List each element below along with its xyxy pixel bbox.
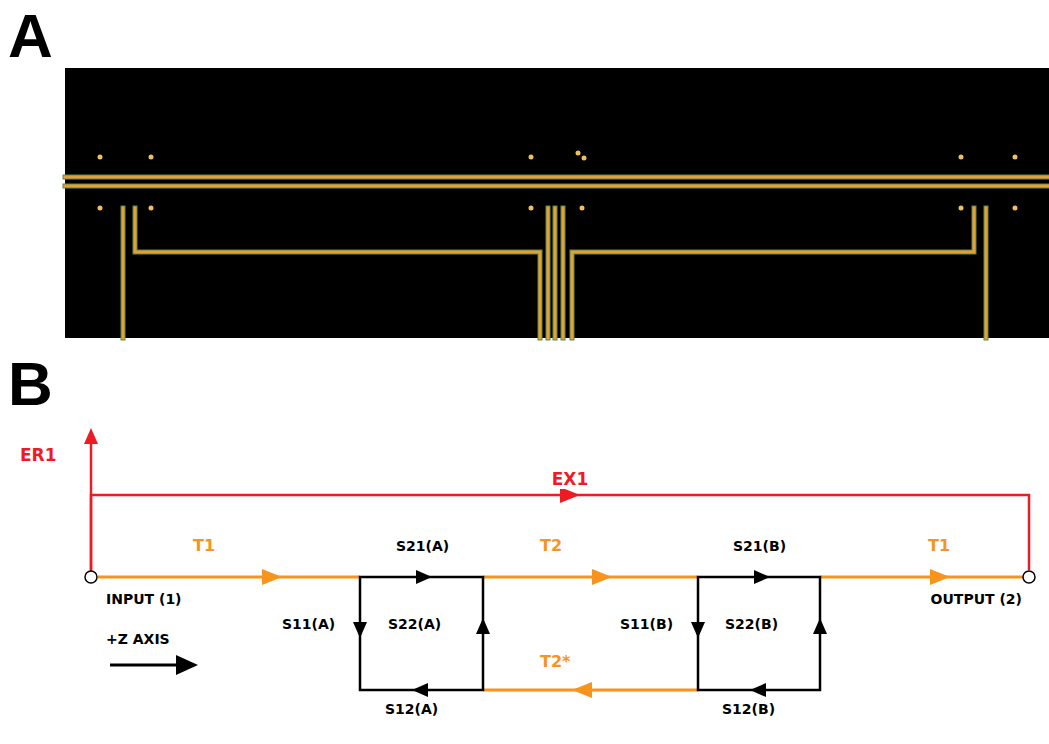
drawing-part: [65, 177, 1049, 338]
port-node: INPUT (1): [84, 570, 98, 584]
line-label: T2: [540, 537, 562, 555]
drawing-part: [65, 184, 1049, 189]
drawing-part: [85, 571, 97, 583]
drawing-part: [1013, 155, 1018, 160]
drawing-part: [529, 155, 534, 160]
s-parameter: S21(B): [733, 539, 786, 554]
drawing-part: [554, 208, 557, 338]
drawing-part: [98, 206, 103, 211]
drawing-part: [360, 577, 483, 690]
drawing-part: [984, 208, 989, 338]
drawing-part: [560, 487, 580, 503]
drawing-part: [149, 206, 154, 211]
drawing-part: [572, 208, 974, 338]
port-node: OUTPUT (2): [1022, 570, 1036, 584]
port-label: OUTPUT (2): [931, 592, 1022, 607]
panel-letter: B: [8, 350, 53, 418]
panel-letter: A: [8, 2, 53, 70]
drawing-part: [930, 569, 950, 585]
wave-label: ER1: [20, 446, 57, 465]
drawing-part: [1013, 206, 1018, 211]
line-label: T2*: [540, 653, 570, 671]
drawing-part: [135, 208, 540, 338]
drawing-part: [959, 155, 964, 160]
drawing-part: [121, 208, 126, 338]
drawing-part: [98, 155, 103, 160]
drawing-part: [416, 570, 432, 584]
drawing-part: [149, 155, 154, 160]
drawing-part: [483, 576, 698, 579]
drawing-part: [98, 576, 360, 579]
drawing-part: [353, 570, 827, 697]
drawing-part: [985, 208, 988, 338]
drawing-part: [1023, 571, 1035, 583]
port-label: INPUT (1): [106, 592, 182, 607]
drawing-part: [176, 655, 198, 675]
drawing-part: [750, 683, 766, 697]
drawing-part: [135, 208, 540, 338]
s-parameter: S12(A): [385, 702, 438, 717]
drawing-part: [476, 618, 490, 634]
axis-label: +Z AXIS: [106, 632, 170, 647]
port-circle: [84, 570, 98, 584]
drawing-part: [91, 495, 1029, 570]
drawing-part: [84, 428, 98, 444]
drawing-part: [592, 569, 612, 585]
drawing-part: [262, 569, 950, 698]
wave-label: EX1: [550, 470, 591, 489]
drawing-part: [65, 68, 1049, 338]
drawing-part: [820, 576, 1023, 579]
drawing-part: [698, 577, 820, 690]
port-circle: [1022, 570, 1036, 584]
drawing-part: [562, 208, 565, 338]
drawing-part: [553, 208, 558, 338]
drawing-part: [572, 208, 974, 338]
drawing-part: [65, 175, 1049, 180]
drawing-part: [754, 570, 770, 584]
drawing-part: [110, 664, 182, 667]
drawing-part: [360, 577, 820, 690]
drawing-part: [576, 151, 581, 156]
drawing-part: [691, 622, 705, 638]
drawing-part: [262, 569, 282, 585]
line-label: T1: [928, 537, 950, 555]
drawing-part: [65, 176, 1049, 179]
drawing-part: [547, 208, 550, 338]
s-parameter: S11(A): [282, 617, 335, 632]
drawing-part: [529, 206, 534, 211]
s-parameter: S22(A): [388, 617, 441, 632]
drawing-part: [353, 622, 367, 638]
s-parameter: S21(A): [396, 539, 449, 554]
s-parameter: S11(B): [620, 617, 673, 632]
drawing-part: [546, 208, 551, 338]
drawing-part: [122, 208, 125, 338]
drawing-part: [813, 618, 827, 634]
drawing-part: [582, 156, 587, 161]
line-label: T1: [193, 537, 215, 555]
drawing-part: [580, 206, 585, 211]
drawing-part: [65, 177, 1049, 338]
drawing-part: [98, 577, 1023, 690]
drawing-part: [65, 185, 1049, 188]
drawing-part: [959, 206, 964, 211]
drawing-part: [412, 683, 428, 697]
signal-path: [91, 487, 1029, 570]
s-parameter: S12(B): [722, 702, 775, 717]
drawing-part: [98, 151, 1018, 211]
s-parameter: S22(B): [725, 617, 778, 632]
drawing-part: [561, 208, 566, 338]
drawing-part: [572, 682, 592, 698]
drawing-part: [65, 177, 1049, 338]
